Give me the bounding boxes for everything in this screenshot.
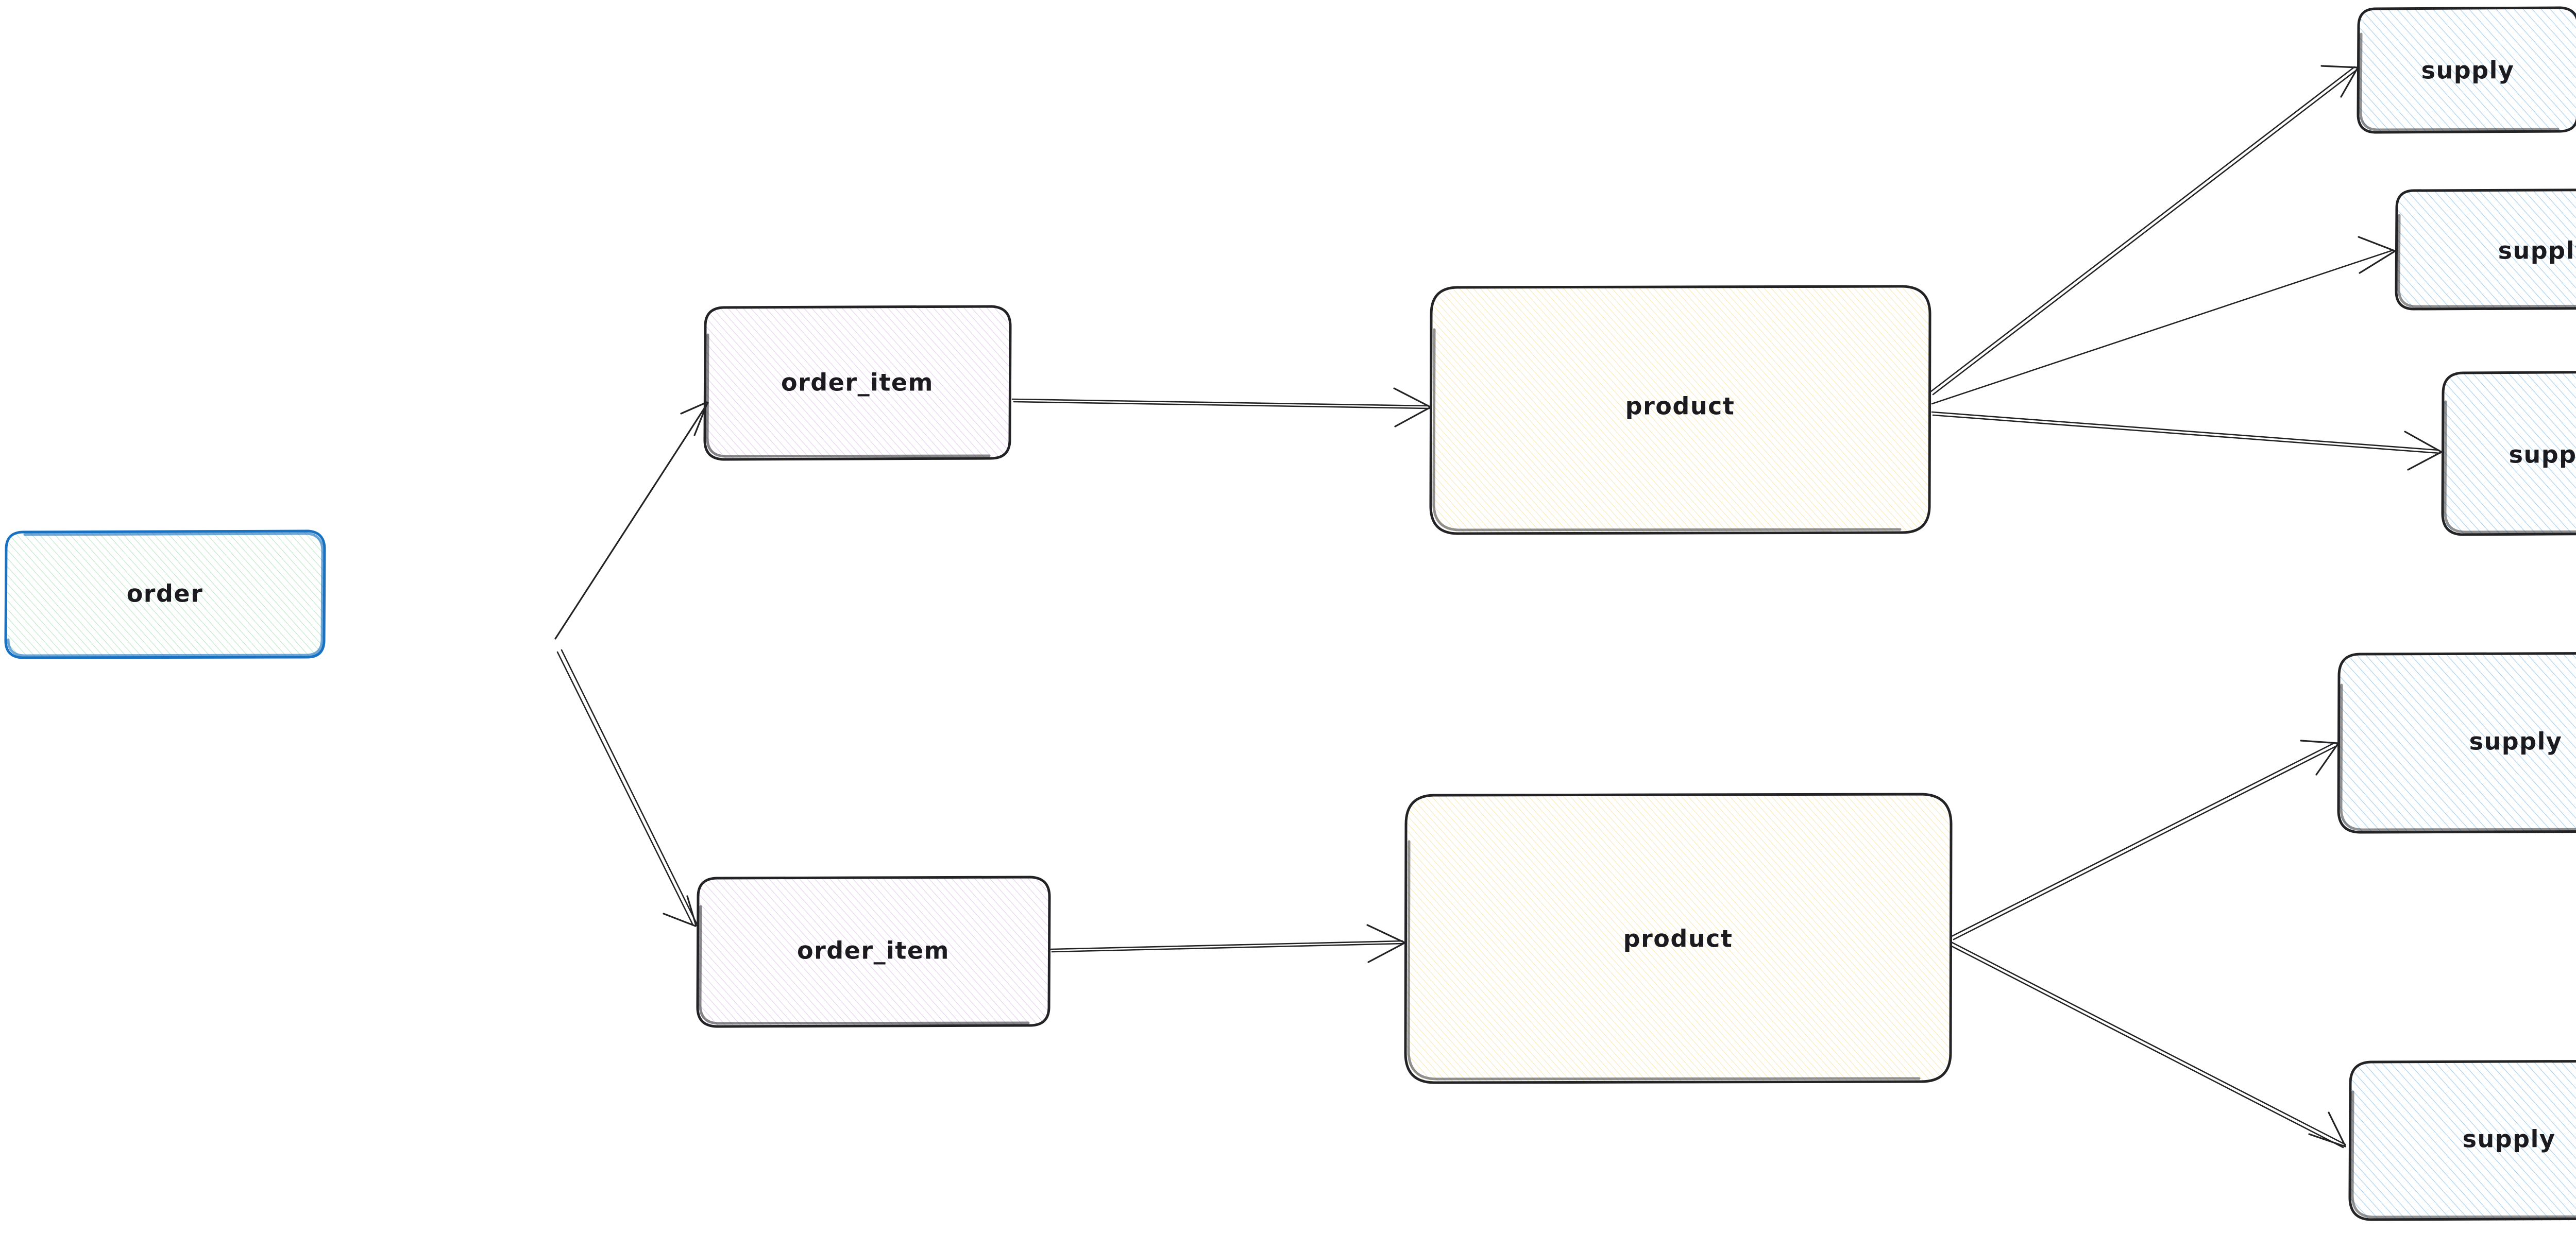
- node-product-bottom[interactable]: product: [1404, 793, 1953, 1084]
- node-product-bottom-outline-secondary: [1407, 840, 1921, 1081]
- node-order-outline-secondary: [7, 532, 324, 657]
- edge-product-bottom-to-supply-5: [1950, 941, 2346, 1149]
- node-product-top-fill: [1430, 286, 1930, 534]
- node-order-item-top-fill: [704, 306, 1010, 459]
- node-product-bottom-label: product: [1623, 925, 1733, 953]
- node-order-item-bottom[interactable]: order_item: [696, 876, 1051, 1028]
- node-supply-2-outline: [2395, 189, 2576, 311]
- node-supply-5-label: supply: [2463, 1125, 2556, 1153]
- node-supply-4[interactable]: supply: [2337, 652, 2576, 834]
- node-supply-3-label: supply: [2509, 441, 2576, 469]
- node-supply-4-label: supply: [2469, 728, 2563, 756]
- node-product-top-label: product: [1625, 392, 1735, 420]
- node-order-item-top-label: order_item: [781, 369, 934, 397]
- node-order-outline: [4, 529, 326, 659]
- node-supply-5-outline-secondary: [2351, 1090, 2576, 1219]
- node-product-bottom-fill: [1405, 794, 1951, 1083]
- node-order[interactable]: order: [4, 529, 326, 659]
- node-product-top-outline-secondary: [1432, 328, 1902, 532]
- node-supply-1-outline: [2357, 6, 2576, 134]
- node-supply-5[interactable]: supply: [2348, 1060, 2576, 1221]
- node-order-item-bottom-fill: [697, 877, 1049, 1026]
- nodes-layer: order order_item order_item p: [4, 6, 2576, 1221]
- node-supply-3-outline-secondary: [2444, 400, 2576, 534]
- node-supply-5-outline: [2348, 1060, 2576, 1221]
- edges-layer: [554, 65, 2442, 1149]
- node-supply-2-outline-secondary: [2397, 214, 2576, 308]
- node-supply-2-label: supply: [2498, 237, 2576, 265]
- edge-product-bottom-to-supply-4: [1951, 740, 2339, 940]
- node-supply-4-outline: [2337, 652, 2576, 834]
- node-order-item-bottom-outline-secondary: [699, 905, 1030, 1025]
- node-order-item-top-outline-secondary: [706, 333, 991, 458]
- edge-product-top-to-supply-3: [1931, 411, 2442, 471]
- node-supply-2[interactable]: supply: [2395, 189, 2576, 311]
- edge-order-to-order-item-bottom: [556, 649, 698, 927]
- node-supply-1-label: supply: [2421, 57, 2515, 84]
- node-supply-3[interactable]: supply: [2441, 371, 2576, 536]
- node-supply-1-outline-secondary: [2359, 32, 2560, 131]
- node-supply-4-fill: [2338, 653, 2576, 833]
- edge-order-item-top-to-product-top: [1011, 387, 1431, 427]
- node-order-label: order: [127, 580, 204, 608]
- node-order-item-bottom-outline: [696, 876, 1051, 1028]
- node-supply-2-fill: [2396, 190, 2576, 309]
- node-product-top-outline: [1429, 285, 1931, 535]
- node-product-top[interactable]: product: [1429, 285, 1931, 535]
- edge-product-top-to-supply-1: [1930, 65, 2359, 396]
- node-supply-3-fill: [2442, 372, 2576, 535]
- node-supply-3-outline: [2441, 371, 2576, 536]
- node-order-item-bottom-label: order_item: [797, 937, 950, 965]
- node-order-item-top-outline: [703, 305, 1012, 461]
- node-supply-1[interactable]: supply: [2357, 6, 2576, 134]
- node-order-fill: [5, 531, 325, 658]
- node-order-item-top[interactable]: order_item: [703, 305, 1012, 461]
- edge-order-to-order-item-top: [554, 401, 709, 640]
- node-supply-1-fill: [2358, 8, 2576, 132]
- node-supply-5-fill: [2349, 1061, 2576, 1221]
- node-supply-4-outline-secondary: [2340, 683, 2576, 831]
- node-product-bottom-outline: [1404, 793, 1953, 1084]
- edge-order-item-bottom-to-product-bottom: [1050, 924, 1405, 963]
- edge-product-top-to-supply-2: [1931, 236, 2396, 405]
